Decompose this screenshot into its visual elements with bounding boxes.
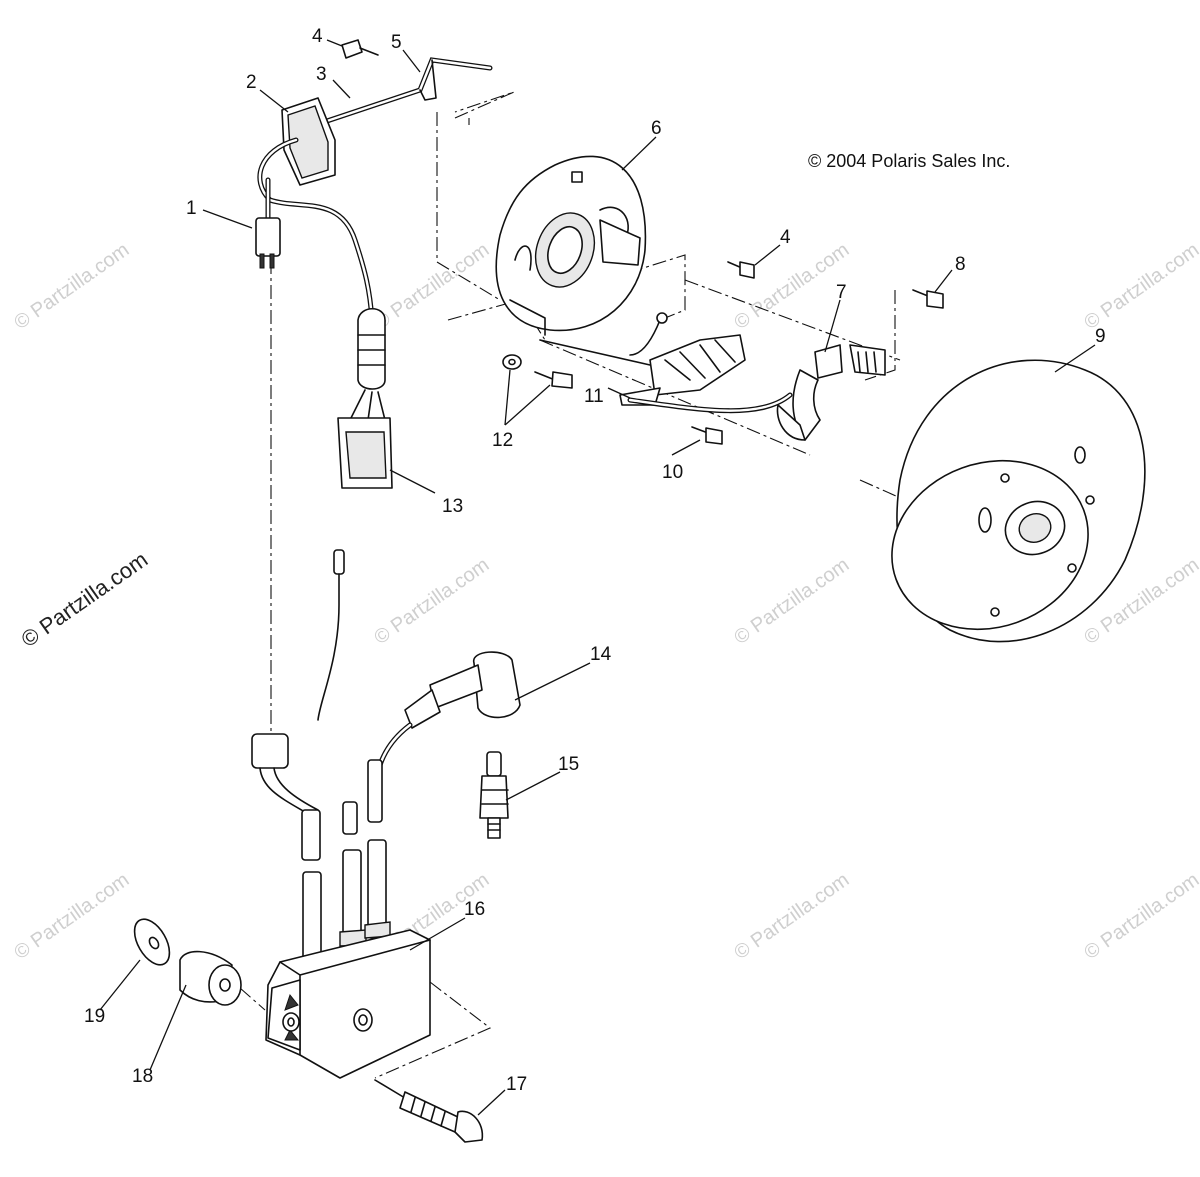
- connector-plug: [255, 217, 281, 269]
- watermark: © Partzilla.com: [370, 554, 493, 649]
- callout-10: 10: [662, 462, 683, 483]
- callout-19: 19: [84, 1006, 105, 1027]
- callout-12: 12: [492, 430, 513, 451]
- callout-17: 17: [506, 1074, 527, 1095]
- callout-4: 4: [312, 26, 323, 47]
- callout-1: 1: [186, 198, 197, 219]
- wire-loom-terminal: [337, 307, 393, 489]
- stator-plate: [495, 155, 647, 336]
- screw-top: [341, 39, 379, 59]
- watermark: © Partzilla.com: [1080, 869, 1200, 964]
- screw-washer-12: [502, 354, 573, 389]
- wiring-harness-top: [257, 57, 493, 323]
- watermark: © Partzilla.com: [730, 554, 853, 649]
- washer: [133, 918, 171, 966]
- callout-2: 2: [246, 72, 257, 93]
- watermark: © Partzilla.com: [1080, 239, 1200, 334]
- leader-lines: [99, 39, 1096, 1116]
- exciter-coil: [776, 344, 886, 441]
- watermark: © Partzilla.com: [10, 239, 133, 334]
- screw-10: [691, 426, 723, 445]
- watermark: © Partzilla.com: [10, 869, 133, 964]
- callout-11: 11: [584, 386, 604, 407]
- ignition-coil: [265, 929, 431, 1079]
- callout-7: 7: [836, 282, 847, 303]
- screw-8: [912, 289, 944, 309]
- screw-mid: [727, 261, 755, 279]
- callout-9: 9: [1095, 326, 1106, 347]
- flywheel: [891, 359, 1146, 643]
- callout-16: 16: [464, 899, 485, 920]
- callout-3: 3: [316, 64, 327, 85]
- spark-plug: [479, 751, 509, 839]
- pickup-coil: [539, 312, 793, 414]
- bolt: [374, 1079, 484, 1143]
- callout-13: 13: [442, 496, 463, 517]
- watermark-main: © Partzilla.com: [17, 547, 153, 653]
- callout-5: 5: [391, 32, 402, 53]
- callouts: 1 2 3 4 4 5 6 7 8 9 10 11 12 13 14 15 16…: [84, 26, 1106, 1095]
- callout-18: 18: [132, 1066, 153, 1087]
- callout-15: 15: [558, 754, 579, 775]
- callout-4: 4: [780, 227, 791, 248]
- spark-plug-cap: [373, 651, 521, 788]
- callout-14: 14: [590, 644, 612, 665]
- bushing: [179, 950, 242, 1006]
- callout-6: 6: [651, 118, 662, 139]
- copyright-text: © 2004 Polaris Sales Inc.: [808, 151, 1010, 171]
- watermark: © Partzilla.com: [730, 869, 853, 964]
- watermark: © Partzilla.com: [370, 239, 493, 334]
- coil-tubes: [251, 549, 391, 963]
- callout-8: 8: [955, 254, 966, 275]
